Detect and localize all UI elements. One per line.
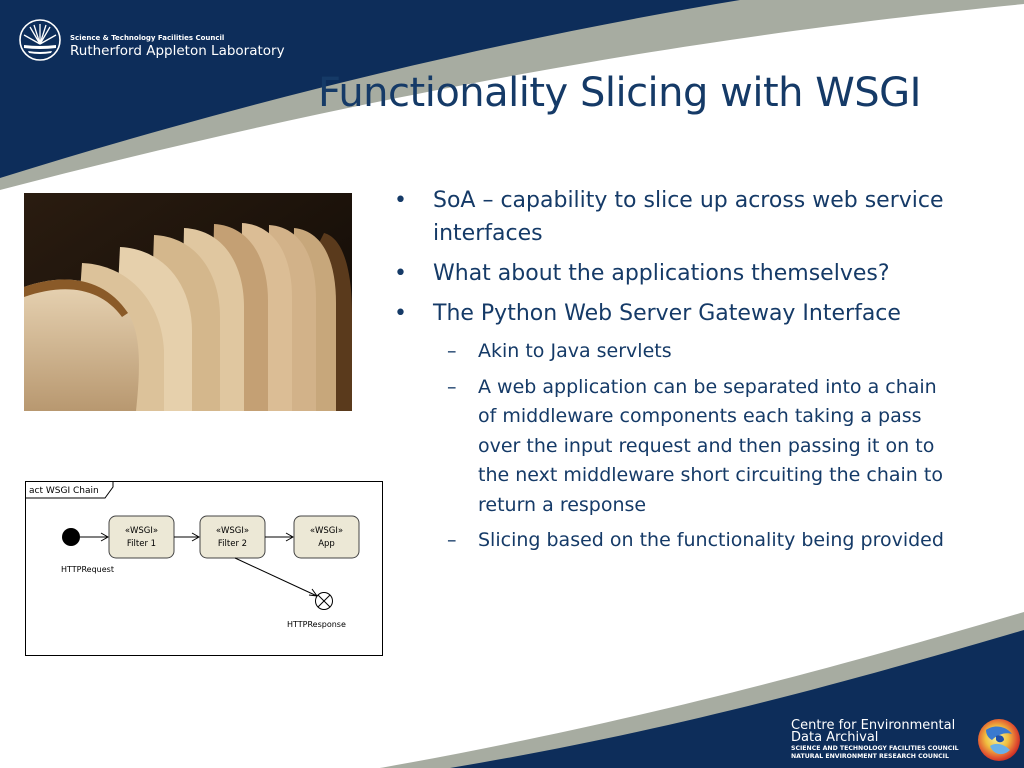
ceda-globe-icon: [978, 719, 1020, 761]
footer-navy-swoosh: [450, 630, 1024, 768]
filter2-name: Filter 2: [218, 539, 247, 549]
sub-bullet-mark: –: [447, 340, 457, 362]
app-name: App: [318, 539, 335, 549]
bullet-mark: •: [394, 188, 407, 213]
bullet-mark: •: [394, 261, 407, 286]
header-navy-swoosh: [0, 0, 740, 178]
sub-bullet-mark: –: [447, 375, 457, 398]
sub-bullet-text: Akin to Java servlets: [478, 340, 672, 362]
stfc-logo: Science & Technology Facilities Council …: [18, 18, 285, 68]
start-label: HTTPRequest: [61, 565, 114, 574]
wsgi-chain-diagram: act WSGI Chain HTTPRequest «WSGI» Filter…: [25, 481, 383, 656]
app-stereotype: «WSGI»: [310, 526, 343, 536]
slide-content: • SoA – capability to slice up across we…: [390, 184, 990, 562]
sub-bullet-mark: –: [447, 529, 457, 551]
sub-bullet-item: – Akin to Java servlets: [390, 337, 948, 367]
ceda-name-line2: Data Archival: [791, 730, 879, 745]
bullet-text: SoA – capability to slice up across web …: [433, 188, 944, 246]
bullet-mark: •: [394, 301, 407, 326]
ceda-footer: Centre for Environmental Data Archival S…: [790, 716, 1024, 768]
bread-slices-photo: [24, 193, 352, 411]
bullet-text: What about the applications themselves?: [433, 261, 890, 286]
sub-bullet-item: – Slicing based on the functionality bei…: [390, 526, 948, 556]
slide-title: Functionality Slicing with WSGI: [318, 70, 921, 116]
org-small-label: Science & Technology Facilities Council: [70, 34, 225, 42]
filter2-node: [199, 515, 266, 559]
sub-bullet-item: – A web application can be separated int…: [390, 373, 948, 521]
end-label: HTTPResponse: [287, 620, 346, 629]
diagram-frame: [25, 481, 383, 656]
filter1-stereotype: «WSGI»: [125, 526, 158, 536]
bullet-item: • SoA – capability to slice up across we…: [390, 184, 953, 250]
flow-final-node: [315, 592, 333, 610]
initial-node: [62, 528, 80, 546]
bullet-item: • What about the applications themselves…: [390, 257, 953, 290]
filter1-name: Filter 1: [127, 539, 156, 549]
sub-bullet-text: A web application can be separated into …: [478, 375, 943, 516]
org-name-label: Rutherford Appleton Laboratory: [70, 43, 285, 59]
stfc-council-label: SCIENCE AND TECHNOLOGY FACILITIES COUNCI…: [791, 745, 959, 752]
bullet-item: • The Python Web Server Gateway Interfac…: [390, 297, 953, 330]
bullet-text: The Python Web Server Gateway Interface: [433, 301, 901, 326]
filter1-node: [108, 515, 175, 559]
nerc-council-label: NATURAL ENVIRONMENT RESEARCH COUNCIL: [791, 753, 949, 760]
ceda-name-line1: Centre for Environmental: [791, 718, 956, 733]
sub-bullet-text: Slicing based on the functionality being…: [478, 529, 944, 551]
frame-label: act WSGI Chain: [29, 486, 99, 496]
filter2-stereotype: «WSGI»: [216, 526, 249, 536]
app-node: [293, 515, 360, 559]
stfc-sun-icon: [19, 19, 61, 61]
frame-label-tab: [25, 481, 114, 499]
